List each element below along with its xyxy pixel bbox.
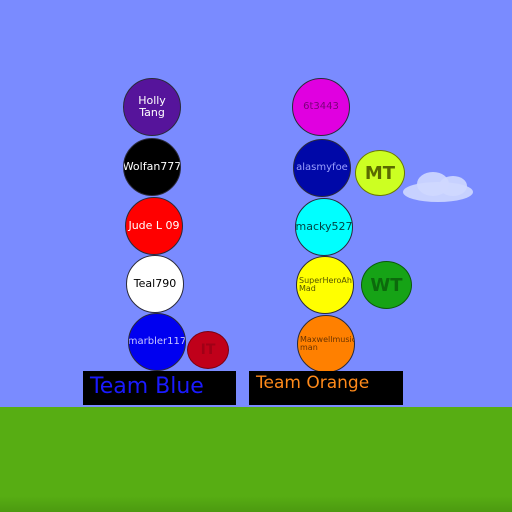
wt-badge-label: WT — [370, 274, 403, 296]
cloud — [395, 168, 481, 204]
player-ball-wolfan777[interactable]: Wolfan777 — [123, 138, 181, 196]
player-ball-marbler117[interactable]: marbler117 — [128, 313, 186, 371]
player-name: 6t3443 — [303, 100, 339, 112]
player-name: macky527 — [295, 220, 353, 234]
player-ball-macky527[interactable]: macky527 — [295, 198, 353, 256]
player-ball-maxwellmusicman[interactable]: Maxwellmusic man — [297, 315, 355, 373]
sky — [0, 0, 512, 407]
it-token[interactable]: IT — [187, 331, 229, 369]
player-ball-jude-l-09[interactable]: Jude L 09 — [125, 197, 183, 255]
player-name: marbler117 — [128, 335, 186, 347]
ground — [0, 407, 512, 512]
player-ball-alasmyfoe[interactable]: alasmyfoe — [293, 139, 351, 197]
player-ball-superheroah-mad[interactable]: SuperHeroAh Mad — [296, 256, 354, 314]
player-name: Wolfan777 — [123, 160, 181, 174]
player-ball-teal790[interactable]: Teal790 — [126, 255, 184, 313]
player-name: Holly Tang — [138, 94, 166, 119]
team-orange-label: Team Orange — [249, 371, 403, 405]
player-name: Maxwellmusic man — [300, 334, 355, 352]
player-name: Jude L 09 — [128, 219, 180, 233]
player-name: SuperHeroAh Mad — [299, 275, 352, 293]
player-ball-holly-tang[interactable]: Holly Tang — [123, 78, 181, 136]
mt-badge-label: MT — [364, 162, 396, 184]
player-name: alasmyfoe — [296, 161, 348, 173]
mt-badge[interactable]: MT — [355, 150, 405, 196]
it-token-label: IT — [200, 342, 216, 358]
player-ball-6t3443[interactable]: 6t3443 — [292, 78, 350, 136]
team-blue-label: Team Blue — [83, 371, 236, 405]
wt-badge[interactable]: WT — [361, 261, 412, 309]
player-name: Teal790 — [133, 277, 177, 291]
